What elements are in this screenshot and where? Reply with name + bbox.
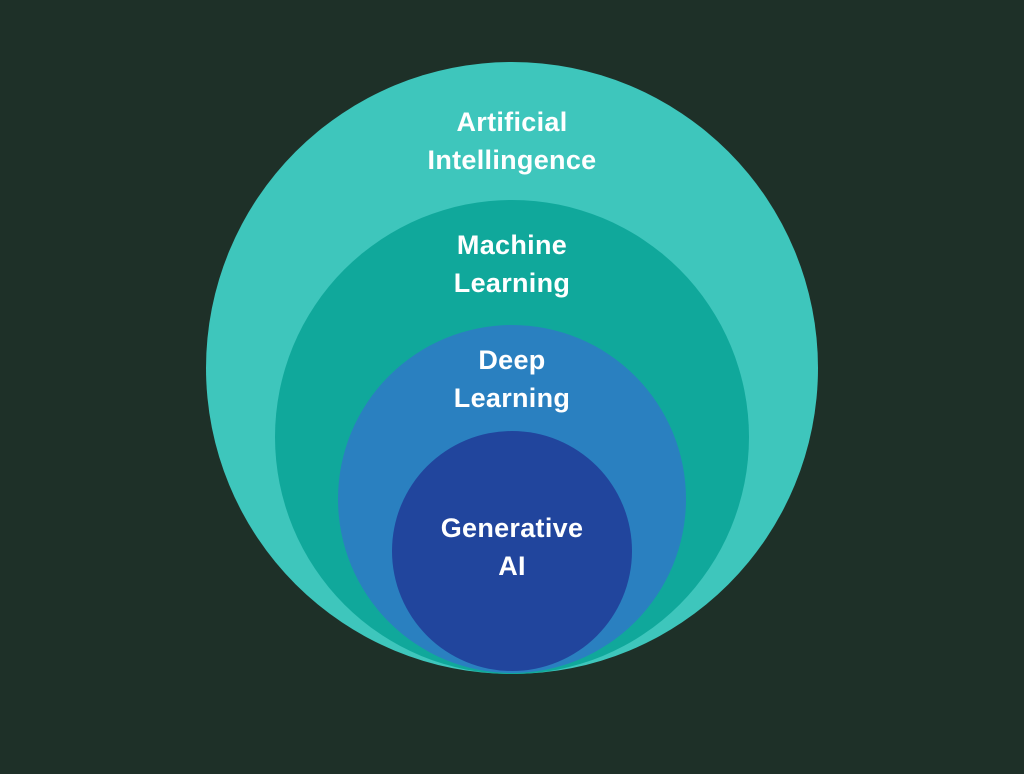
label-artificial-intelligence-line1: Artificial (456, 107, 568, 137)
label-machine-learning: Machine Learning (312, 226, 712, 302)
label-machine-learning-line2: Learning (453, 268, 571, 298)
circle-generative-ai (392, 431, 632, 671)
label-artificial-intelligence-line2: Intellingence (427, 145, 597, 175)
label-generative-ai: Generative AI (312, 509, 712, 585)
label-deep-learning-line2: Learning (453, 383, 571, 413)
label-generative-ai-line2: AI (498, 551, 526, 581)
label-generative-ai-line1: Generative (440, 513, 584, 543)
label-artificial-intelligence: Artificial Intellingence (312, 103, 712, 179)
label-deep-learning-line1: Deep (478, 345, 546, 375)
label-deep-learning: Deep Learning (312, 341, 712, 417)
label-machine-learning-line1: Machine (456, 230, 568, 260)
